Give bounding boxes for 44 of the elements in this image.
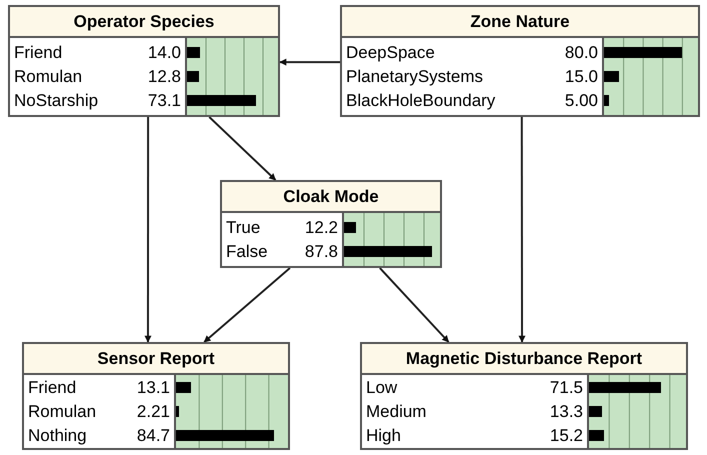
state-label: NoStarship — [14, 90, 98, 112]
probability-value: 13.3 — [550, 400, 583, 423]
state-label: Nothing — [28, 424, 87, 447]
probability-value: 15.2 — [550, 424, 583, 447]
probability-value: 5.00 — [564, 90, 598, 112]
arrow — [279, 58, 340, 66]
probability-node — [340, 5, 700, 117]
state-label: PlanetarySystems — [346, 66, 483, 88]
probability-value: 12.2 — [304, 216, 338, 239]
probability-node — [220, 180, 442, 268]
probability-value: 2.21 — [136, 400, 170, 423]
probability-node — [22, 342, 290, 450]
probability-value: 13.1 — [136, 376, 170, 399]
arrow — [379, 267, 450, 343]
state-label: Romulan — [14, 66, 82, 88]
state-label: Friend — [14, 42, 62, 64]
state-label: Low — [366, 376, 398, 399]
probability-node — [360, 342, 688, 450]
probability-node — [8, 5, 280, 117]
probability-value: 87.8 — [304, 240, 338, 263]
node-title: Zone Nature — [470, 10, 570, 33]
node-title: Magnetic Disturbance Report — [406, 348, 642, 370]
state-label: Romulan — [28, 400, 96, 423]
arrow — [144, 117, 152, 343]
state-label: Friend — [28, 376, 76, 399]
probability-value: 84.7 — [136, 424, 170, 447]
probability-value: 71.5 — [550, 376, 583, 399]
node-title: Sensor Report — [97, 348, 215, 370]
probability-value: 15.0 — [564, 66, 598, 88]
arrow — [208, 116, 276, 181]
probability-value: 80.0 — [564, 42, 598, 64]
arrow — [204, 267, 291, 343]
state-label: BlackHoleBoundary — [346, 90, 496, 112]
node-title: Cloak Mode — [283, 186, 379, 208]
state-label: True — [226, 216, 260, 239]
state-label: DeepSpace — [346, 42, 435, 64]
node-title: Operator Species — [74, 10, 214, 33]
probability-value: 14.0 — [148, 42, 181, 64]
state-label: False — [226, 240, 268, 263]
probability-value: 73.1 — [148, 90, 181, 112]
probability-value: 12.8 — [148, 66, 181, 88]
arrow — [518, 117, 526, 343]
state-label: High — [366, 424, 401, 447]
state-label: Medium — [366, 400, 426, 423]
